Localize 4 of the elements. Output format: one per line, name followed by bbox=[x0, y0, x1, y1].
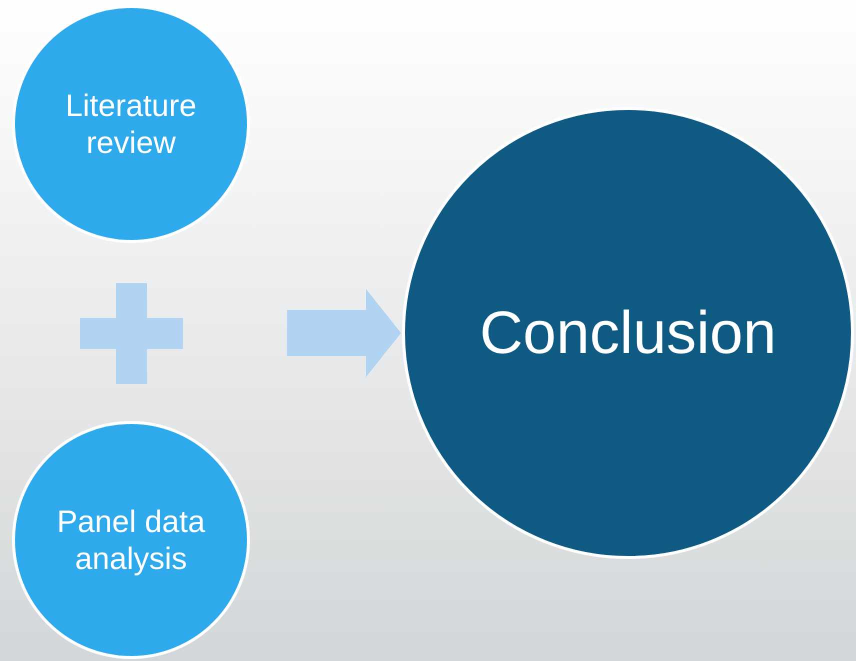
block-arrow bbox=[287, 289, 401, 377]
node-label: Conclusion bbox=[480, 298, 776, 368]
node-label: Panel data analysis bbox=[56, 502, 206, 578]
node-label: Literature review bbox=[64, 86, 198, 162]
